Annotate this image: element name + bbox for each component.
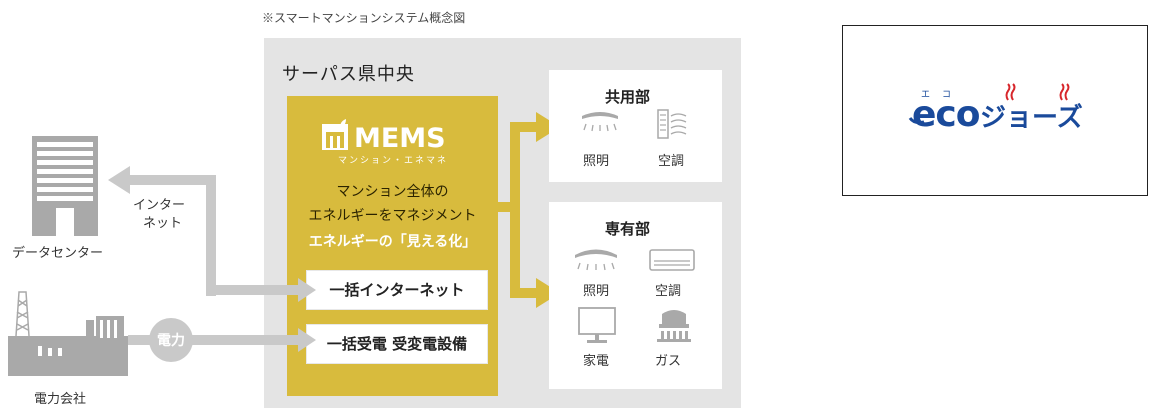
ceiling-light-icon bbox=[582, 112, 618, 132]
power-company-label: 電力会社 bbox=[34, 392, 87, 407]
mems-desc-line2: エネルギーをマネジメント bbox=[308, 208, 477, 224]
gas-stove-icon bbox=[657, 310, 691, 342]
common-ac-label: 空調 bbox=[658, 154, 685, 169]
power-plant-icon bbox=[8, 291, 128, 382]
private-appliance-label: 家電 bbox=[583, 354, 610, 369]
eco-logo-text: eco bbox=[912, 94, 980, 135]
air-conditioner-icon bbox=[649, 249, 695, 271]
private-area-box bbox=[549, 202, 722, 389]
power-link-label: 電力 bbox=[157, 333, 185, 349]
diagram-caption: ※スマートマンションシステム概念図 bbox=[262, 11, 466, 25]
office-building-icon bbox=[32, 136, 98, 236]
internet-link-label-1: インター bbox=[133, 198, 186, 213]
private-light-label: 照明 bbox=[583, 284, 610, 299]
eco-jozu-logo-frame bbox=[842, 25, 1148, 196]
internet-link-label-2: ネット bbox=[143, 216, 183, 231]
service-bulk-internet: 一括インターネット bbox=[306, 270, 488, 310]
panel-title: サーパス県中央 bbox=[282, 64, 415, 85]
mems-logo-text: MEMS bbox=[354, 123, 446, 154]
eco-ruby-text: エコ bbox=[921, 90, 963, 100]
common-light-label: 照明 bbox=[583, 154, 610, 169]
private-gas-label: ガス bbox=[655, 354, 682, 369]
data-center-label: データセンター bbox=[12, 246, 104, 261]
mems-desc-line1: マンション全体の bbox=[336, 184, 449, 200]
service-bulk-power: 一括受電 受変電設備 bbox=[306, 324, 488, 364]
mems-logo: MEMS bbox=[322, 119, 446, 154]
common-area-box bbox=[549, 70, 722, 182]
mems-visualization-label: エネルギーの「見える化」 bbox=[308, 234, 477, 250]
ceiling-light-icon bbox=[575, 249, 617, 271]
eco-logo-suffix: ジョーズ bbox=[980, 102, 1083, 133]
common-area-title: 共用部 bbox=[605, 88, 651, 106]
eco-jozu-logo: エコ eco ジョーズ bbox=[908, 83, 1083, 135]
monitor-icon bbox=[578, 307, 616, 343]
private-ac-label: 空調 bbox=[655, 284, 682, 299]
private-area-title: 専有部 bbox=[605, 220, 651, 238]
air-conditioner-icon bbox=[657, 109, 687, 139]
mems-subtitle: マンション・エネマネ bbox=[338, 156, 449, 166]
